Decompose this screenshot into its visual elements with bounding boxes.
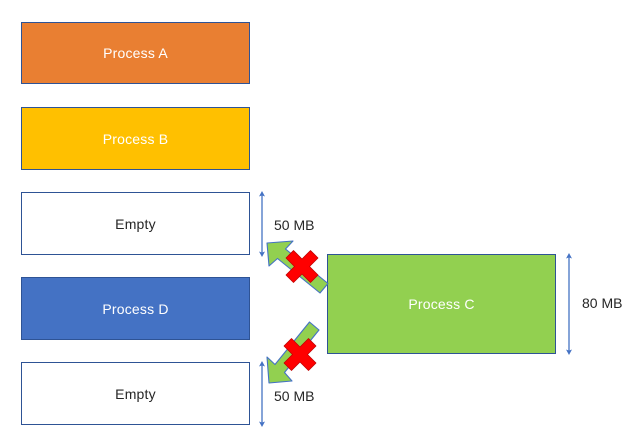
memory-block-process-d: Process D [21,277,250,340]
memory-block-label: Process B [102,130,169,147]
memory-block-label: Empty [115,385,156,402]
memory-block-label: Process C [408,296,475,312]
dimension-arrow-process-c [563,252,575,356]
memory-block-empty-hole-top: Empty [21,192,250,255]
memory-block-empty-hole-bottom: Empty [21,362,250,425]
dimension-label-process-c: 80 MB [582,295,623,311]
memory-block-label: Process A [103,45,168,61]
memory-block-process-c: Process C [327,254,556,354]
dimension-arrow-hole-bottom [256,360,268,428]
memory-block-process-a: Process A [21,22,250,84]
dimension-arrow-hole-top [256,190,268,258]
memory-block-label: Process D [102,300,169,317]
blocked-move-down-left [262,321,336,388]
dimension-label-hole-bottom: 50 MB [274,388,315,404]
red-x-icon [283,338,317,371]
dimension-label-hole-top: 50 MB [274,217,315,233]
memory-block-label: Empty [115,215,156,232]
memory-block-process-b: Process B [21,107,250,170]
red-x-icon [285,250,319,283]
blocked-move-up-left [262,238,334,296]
